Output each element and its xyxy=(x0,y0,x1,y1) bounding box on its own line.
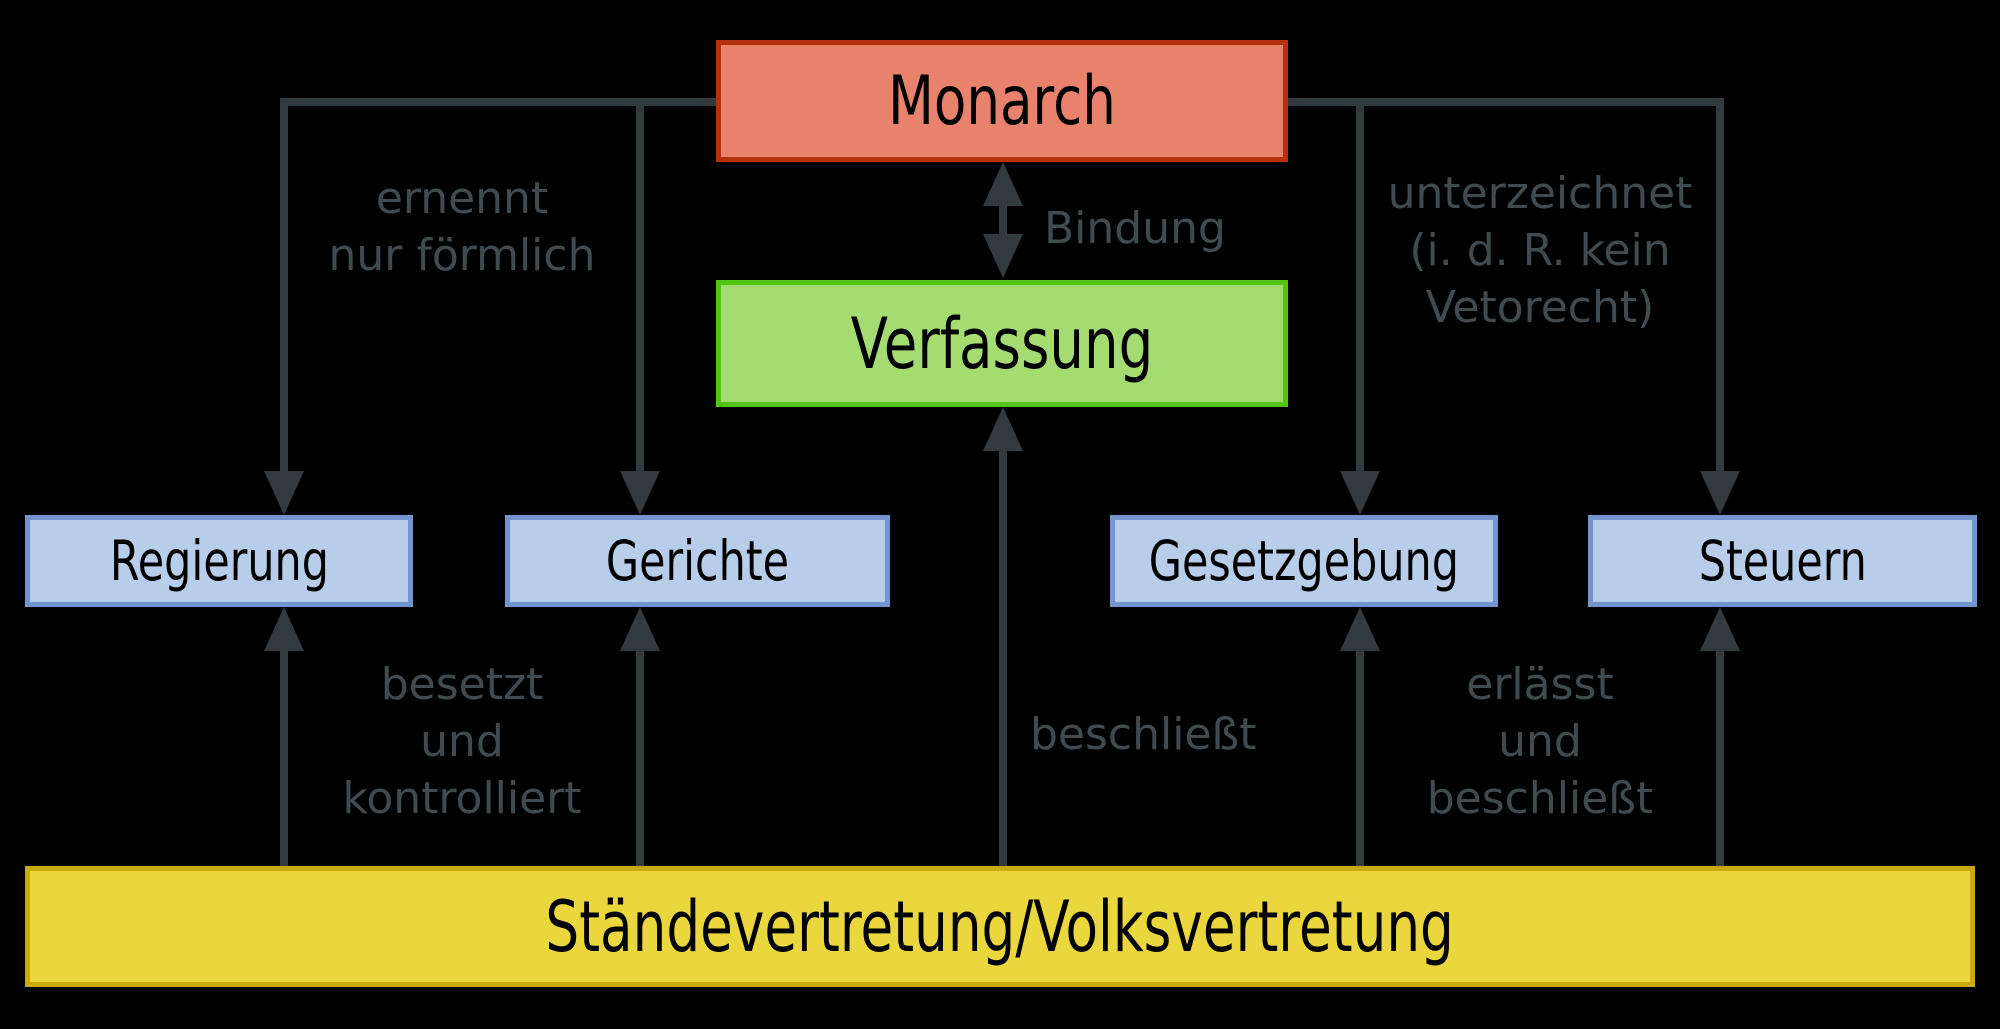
node-verfassung: Verfassung xyxy=(716,280,1288,407)
connector-assembly-to-regierung xyxy=(280,649,288,866)
arrowhead-up-regierung-icon xyxy=(264,607,304,651)
edge-label-line: erlässt xyxy=(1466,659,1614,710)
connector-monarch-to-regierung xyxy=(280,98,288,476)
edge-label-bindung: Bindung xyxy=(1044,200,1226,257)
edge-label-line: beschließt xyxy=(1030,709,1257,760)
edge-label-line: unterzeichnet xyxy=(1387,168,1693,219)
edge-label-line: und xyxy=(1498,716,1582,767)
arrowhead-down-gesetzgebung-icon xyxy=(1340,471,1380,515)
edge-label-line: und xyxy=(420,716,504,767)
edge-label-line: kontrolliert xyxy=(342,773,582,824)
connector-monarch-left-horizontal xyxy=(280,98,718,106)
node-gerichte-label: Gerichte xyxy=(605,529,790,593)
arrowhead-up-verfassung-icon xyxy=(983,407,1023,451)
arrowhead-up-monarch-icon xyxy=(983,162,1023,206)
arrowhead-down-steuern-icon xyxy=(1700,471,1740,515)
node-gesetzgebung-label: Gesetzgebung xyxy=(1148,529,1460,593)
edge-label-unterzeichnet: unterzeichnet (i. d. R. kein Vetorecht) xyxy=(1366,165,1714,336)
edge-label-erlaesst: erlässt und beschließt xyxy=(1366,656,1714,827)
connector-bindung xyxy=(999,200,1007,264)
connector-monarch-to-gesetzgebung xyxy=(1356,98,1364,476)
node-monarch: Monarch xyxy=(716,40,1288,162)
edge-label-line: nur förmlich xyxy=(328,230,596,281)
edge-label-ernennt: ernennt nur förmlich xyxy=(294,170,630,284)
node-staendevertretung: Ständevertretung/Volksvertretung xyxy=(25,866,1975,987)
node-verfassung-label: Verfassung xyxy=(850,302,1154,385)
edge-label-line: (i. d. R. kein xyxy=(1409,225,1671,276)
node-gerichte: Gerichte xyxy=(505,515,890,607)
connector-assembly-to-steuern xyxy=(1716,649,1724,866)
arrowhead-down-regierung-icon xyxy=(264,471,304,515)
edge-label-line: Vetorecht) xyxy=(1425,282,1655,333)
connector-monarch-to-gerichte xyxy=(636,98,644,476)
node-regierung: Regierung xyxy=(25,515,413,607)
node-monarch-label: Monarch xyxy=(888,61,1116,141)
connector-assembly-to-verfassung xyxy=(999,449,1007,866)
node-staendevertretung-label: Ständevertretung/Volksvertretung xyxy=(545,885,1455,968)
edge-label-line: ernennt xyxy=(375,173,549,224)
node-steuern: Steuern xyxy=(1588,515,1977,607)
edge-label-besetzt: besetzt und kontrolliert xyxy=(294,656,630,827)
edge-label-line: Bindung xyxy=(1044,203,1226,254)
arrowhead-down-verfassung-icon xyxy=(983,234,1023,278)
edge-label-beschliesst: beschließt xyxy=(1030,706,1257,763)
connector-assembly-to-gesetzgebung xyxy=(1356,649,1364,866)
node-gesetzgebung: Gesetzgebung xyxy=(1110,515,1498,607)
connector-monarch-right-horizontal xyxy=(1286,98,1724,106)
connector-assembly-to-gerichte xyxy=(636,649,644,866)
arrowhead-up-gesetzgebung-icon xyxy=(1340,607,1380,651)
edge-label-line: beschließt xyxy=(1426,773,1654,824)
connector-monarch-to-steuern xyxy=(1716,98,1724,476)
arrowhead-up-steuern-icon xyxy=(1700,607,1740,651)
node-regierung-label: Regierung xyxy=(109,529,329,593)
edge-label-line: besetzt xyxy=(380,659,544,710)
node-steuern-label: Steuern xyxy=(1698,529,1867,593)
arrowhead-up-gerichte-icon xyxy=(620,607,660,651)
arrowhead-down-gerichte-icon xyxy=(620,471,660,515)
